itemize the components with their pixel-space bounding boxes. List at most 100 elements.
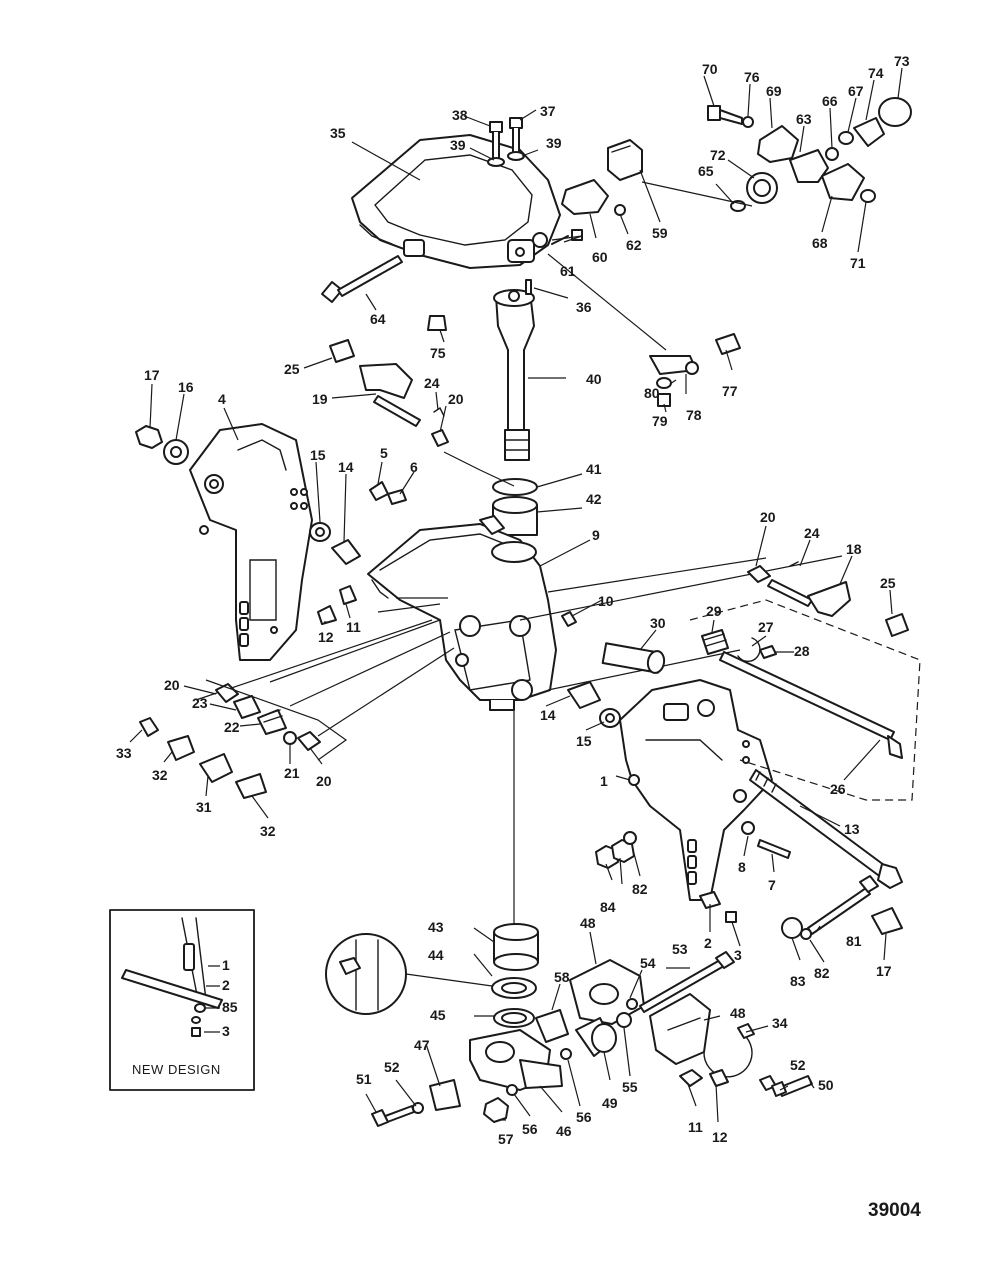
callout-69: 69 (766, 83, 782, 99)
callout-48-a: 48 (580, 915, 596, 931)
callout-24-left: 24 (424, 375, 440, 391)
callout-24-right: 24 (804, 525, 820, 541)
callout-6: 6 (410, 459, 418, 475)
bracket-bushings-right (567, 681, 621, 728)
callout-22: 22 (224, 719, 240, 735)
callout-25-left: 25 (284, 361, 300, 377)
callout-51: 51 (356, 1071, 372, 1087)
figure-number: 39004 (868, 1200, 921, 1221)
callout-2: 2 (704, 935, 712, 951)
callout-21: 21 (284, 765, 300, 781)
callout-8: 8 (738, 859, 746, 875)
inset-callout-1: 1 (222, 957, 230, 973)
callout-56-a: 56 (522, 1121, 538, 1137)
callout-60: 60 (592, 249, 608, 265)
callout-29: 29 (706, 603, 722, 619)
callout-17-right: 17 (876, 963, 892, 979)
callout-70: 70 (702, 61, 718, 77)
callout-25-right: 25 (880, 575, 896, 591)
tube-lock-parts (649, 333, 741, 407)
callout-47: 47 (414, 1037, 430, 1053)
callout-39b: 39 (546, 135, 562, 151)
callout-9: 9 (592, 527, 600, 543)
lower-mount-center (535, 951, 735, 1057)
tilt-tube (749, 769, 903, 889)
tilt-lever-assembly (701, 629, 903, 759)
callout-78: 78 (686, 407, 702, 423)
callout-32-b: 32 (260, 823, 276, 839)
callout-76: 76 (744, 69, 760, 85)
callout-31: 31 (196, 799, 212, 815)
callout-50: 50 (818, 1077, 834, 1093)
top-bolts (487, 117, 525, 167)
callout-38: 38 (452, 107, 468, 123)
callout-12-mid: 12 (318, 629, 334, 645)
inset-callout-85: 85 (222, 999, 238, 1015)
callout-52-a: 52 (384, 1059, 400, 1075)
callout-40: 40 (586, 371, 602, 387)
callout-83: 83 (790, 973, 806, 989)
callout-75: 75 (430, 345, 446, 361)
callout-30: 30 (650, 615, 666, 631)
new-design-inset: 1 2 85 3 NEW DESIGN (109, 909, 255, 1091)
callout-64: 64 (370, 311, 386, 327)
callout-34: 34 (772, 1015, 788, 1031)
callout-5: 5 (380, 445, 388, 461)
swivel-bracket (367, 515, 557, 711)
callout-43: 43 (428, 919, 444, 935)
callout-82-b: 82 (814, 965, 830, 981)
callout-18: 18 (846, 541, 862, 557)
callout-54: 54 (640, 955, 656, 971)
callout-66: 66 (822, 93, 838, 109)
callout-62: 62 (626, 237, 642, 253)
callout-39a: 39 (450, 137, 466, 153)
left-nut-washer (135, 425, 189, 465)
callout-28: 28 (794, 643, 810, 659)
lower-left-parts (139, 683, 321, 799)
callout-45: 45 (430, 1007, 446, 1023)
callout-4: 4 (218, 391, 226, 407)
callout-71: 71 (850, 255, 866, 271)
callout-41: 41 (586, 461, 602, 477)
inset-callout-2: 2 (222, 977, 230, 993)
callout-20-top: 20 (448, 391, 464, 407)
tilt-pin (561, 611, 666, 674)
callout-14-left: 14 (338, 459, 354, 475)
left-clamp-bracket (189, 423, 313, 661)
seal-detail-circle (325, 933, 493, 1015)
callout-36: 36 (576, 299, 592, 315)
callout-82-a: 82 (632, 881, 648, 897)
inset-callout-3: 3 (222, 1023, 230, 1039)
callout-59: 59 (652, 225, 668, 241)
callout-68: 68 (812, 235, 828, 251)
callout-67: 67 (848, 83, 864, 99)
callout-77: 77 (722, 383, 738, 399)
callout-16: 16 (178, 379, 194, 395)
callout-81: 81 (846, 933, 862, 949)
callout-3: 3 (734, 947, 742, 963)
callout-84: 84 (600, 899, 616, 915)
callout-20-low-b: 20 (316, 773, 332, 789)
callout-12-low: 12 (712, 1129, 728, 1145)
callout-14-right: 14 (540, 707, 556, 723)
callout-33: 33 (116, 745, 132, 761)
left-small-parts (309, 481, 407, 625)
inset-label: NEW DESIGN (132, 1062, 221, 1077)
tilt-tube-lines (195, 555, 843, 932)
callout-11-low: 11 (688, 1119, 703, 1135)
callout-61: 61 (560, 263, 576, 279)
callout-42: 42 (586, 491, 602, 507)
callout-48-b: 48 (730, 1005, 746, 1021)
tilt-lock-left (329, 339, 449, 447)
right-clamp-bracket (619, 679, 773, 901)
callout-19: 19 (312, 391, 328, 407)
tube-bushings (492, 478, 538, 536)
callout-37: 37 (540, 103, 556, 119)
callout-63: 63 (796, 111, 812, 127)
lower-mount-right (649, 993, 813, 1097)
callout-72: 72 (710, 147, 726, 163)
callout-80: 80 (644, 385, 660, 401)
callout-20-right: 20 (760, 509, 776, 525)
callout-53: 53 (672, 941, 688, 957)
